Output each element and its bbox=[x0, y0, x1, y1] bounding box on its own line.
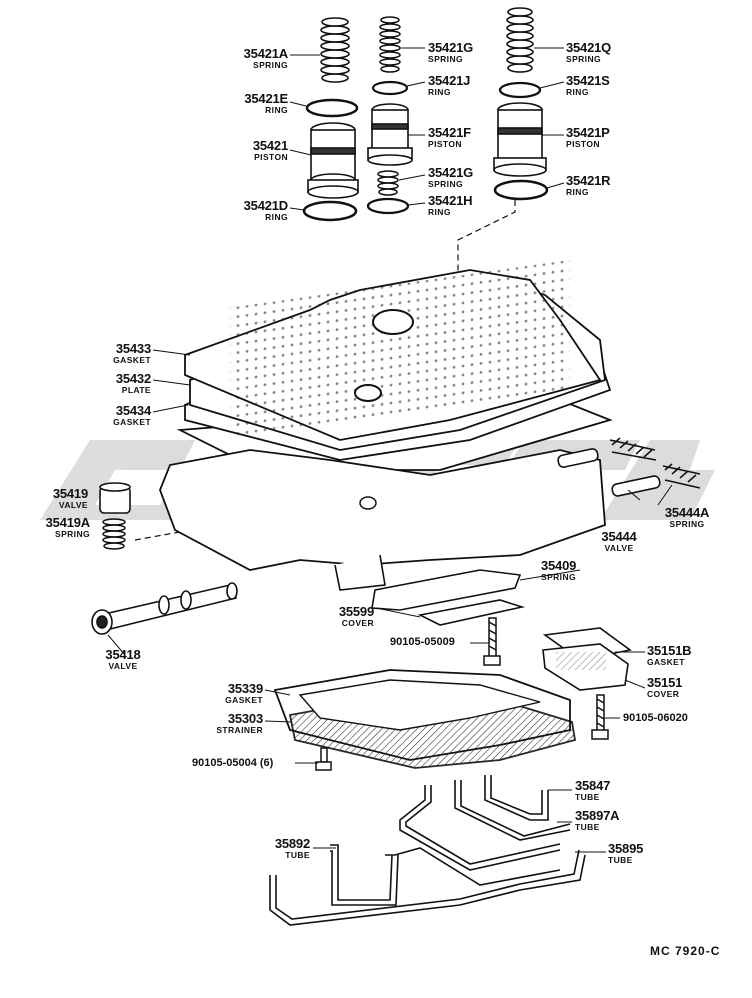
ring-35421H-icon bbox=[366, 197, 410, 215]
ring-35421J-icon bbox=[371, 80, 409, 96]
ring-35421R-icon bbox=[493, 179, 549, 201]
ring-35421E-icon bbox=[305, 98, 359, 118]
gasket-35339-inner bbox=[298, 679, 541, 731]
spring-35444A-icon bbox=[662, 463, 701, 489]
spring-35421Q-icon bbox=[506, 7, 534, 73]
bolt-90105-05009-icon bbox=[483, 617, 501, 666]
bolt-90105-06020-icon bbox=[591, 694, 609, 740]
spring-35419A-icon bbox=[102, 518, 126, 550]
bolt-90105-05004-icon bbox=[315, 747, 332, 771]
valve-body-housing bbox=[159, 449, 606, 571]
spring-35444A-upper-icon bbox=[609, 437, 657, 461]
valve-35444-upper-icon bbox=[557, 448, 599, 468]
piston-35421F-icon bbox=[367, 103, 413, 166]
housing-bore bbox=[359, 496, 377, 510]
valve-35419-icon bbox=[99, 482, 131, 514]
tube-assembly bbox=[269, 775, 586, 926]
ring-35421S-icon bbox=[498, 81, 542, 99]
spring-35421A-icon bbox=[320, 17, 350, 83]
label-bolt-90105-06020: 90105-06020 bbox=[623, 712, 688, 724]
cover-35599-icon bbox=[417, 599, 526, 626]
label-bolt-90105-05009: 90105-05009 bbox=[390, 636, 455, 648]
plate-large-hole bbox=[372, 309, 414, 335]
valve-35444-icon bbox=[611, 475, 661, 497]
plate-large-hole-2 bbox=[354, 384, 382, 402]
spring-35421G-top-icon bbox=[379, 16, 401, 73]
valve-35418-icon bbox=[91, 582, 238, 635]
spring-35421G-small-icon bbox=[377, 170, 399, 196]
spring-plate-35409-icon bbox=[371, 569, 522, 611]
label-bolt-90105-05004: 90105-05004 (6) bbox=[192, 757, 274, 769]
ring-35421D-icon bbox=[302, 200, 358, 222]
plate-holes-pattern bbox=[230, 259, 570, 438]
cover-35151-detail bbox=[556, 652, 606, 670]
piston-35421P-icon bbox=[493, 102, 547, 177]
leader-lines bbox=[107, 47, 673, 853]
housing-bracket bbox=[334, 554, 386, 591]
piston-35421-icon bbox=[307, 122, 359, 199]
diagram-code: MC 7920-C bbox=[650, 944, 721, 958]
